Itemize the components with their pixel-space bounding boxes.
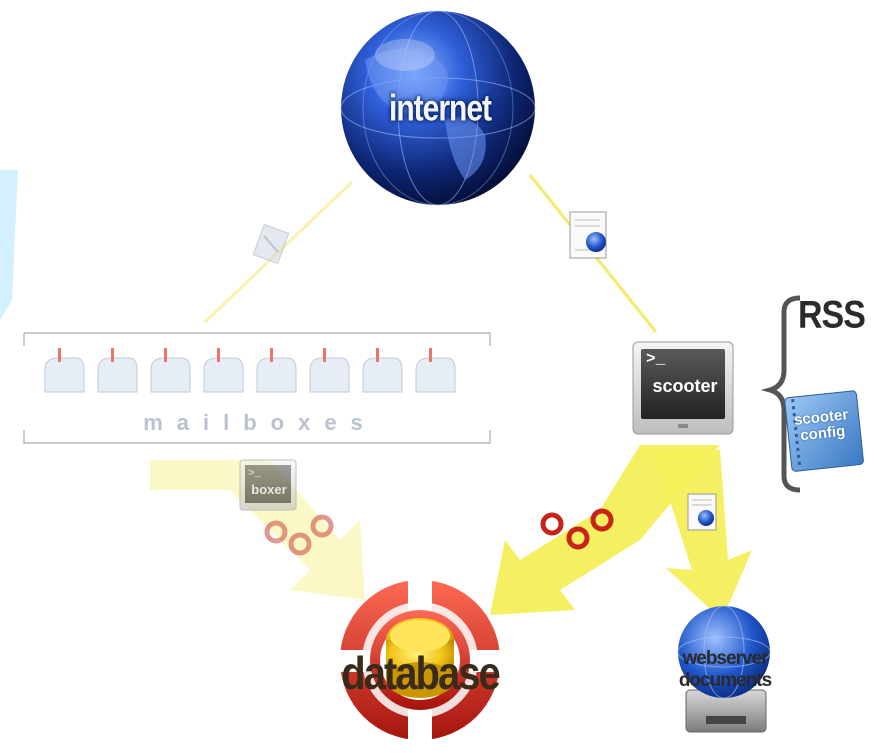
boxer-prompt: >_ xyxy=(248,468,262,480)
boxer-terminal-icon xyxy=(239,459,297,511)
globe-icon xyxy=(340,10,536,206)
database-icon xyxy=(338,578,502,742)
webserver-line2: documents xyxy=(678,670,772,691)
arrow-scooter-webserver xyxy=(650,450,752,620)
mailbox-icon xyxy=(97,348,138,393)
mailboxes-label: mailboxes xyxy=(143,410,377,435)
mailbox-icon xyxy=(362,348,403,393)
gears-icon xyxy=(540,508,614,550)
mailbox-row xyxy=(44,348,456,393)
mailbox-icon xyxy=(203,348,244,393)
mailbox-icon xyxy=(44,348,85,393)
database-label: database xyxy=(341,648,500,700)
arrow-mailboxes-database xyxy=(150,460,365,600)
webserver-label: webserver documents xyxy=(660,648,790,692)
boxer-label: boxer xyxy=(251,482,287,497)
mailbox-icon xyxy=(415,348,456,393)
scooter-terminal-icon xyxy=(632,341,734,435)
gears-icon xyxy=(264,514,334,556)
mail-stamp-icon xyxy=(252,223,290,265)
scooter-prompt: >_ xyxy=(646,350,666,368)
webserver-line1: webserver xyxy=(682,648,768,669)
mailbox-icon xyxy=(256,348,297,393)
internet-label: internet xyxy=(388,87,492,129)
web-document-icon xyxy=(569,211,607,259)
edge-highlight xyxy=(0,170,18,320)
web-document-icon xyxy=(687,493,717,531)
rss-label: RSS xyxy=(798,293,866,337)
server-icon xyxy=(677,605,771,733)
notebook-icon xyxy=(784,390,864,472)
mailbox-icon xyxy=(309,348,350,393)
mailboxes-frame xyxy=(23,332,491,444)
scooter-label: scooter xyxy=(652,376,718,396)
rss-brace xyxy=(760,295,801,493)
mailbox-icon xyxy=(150,348,191,393)
